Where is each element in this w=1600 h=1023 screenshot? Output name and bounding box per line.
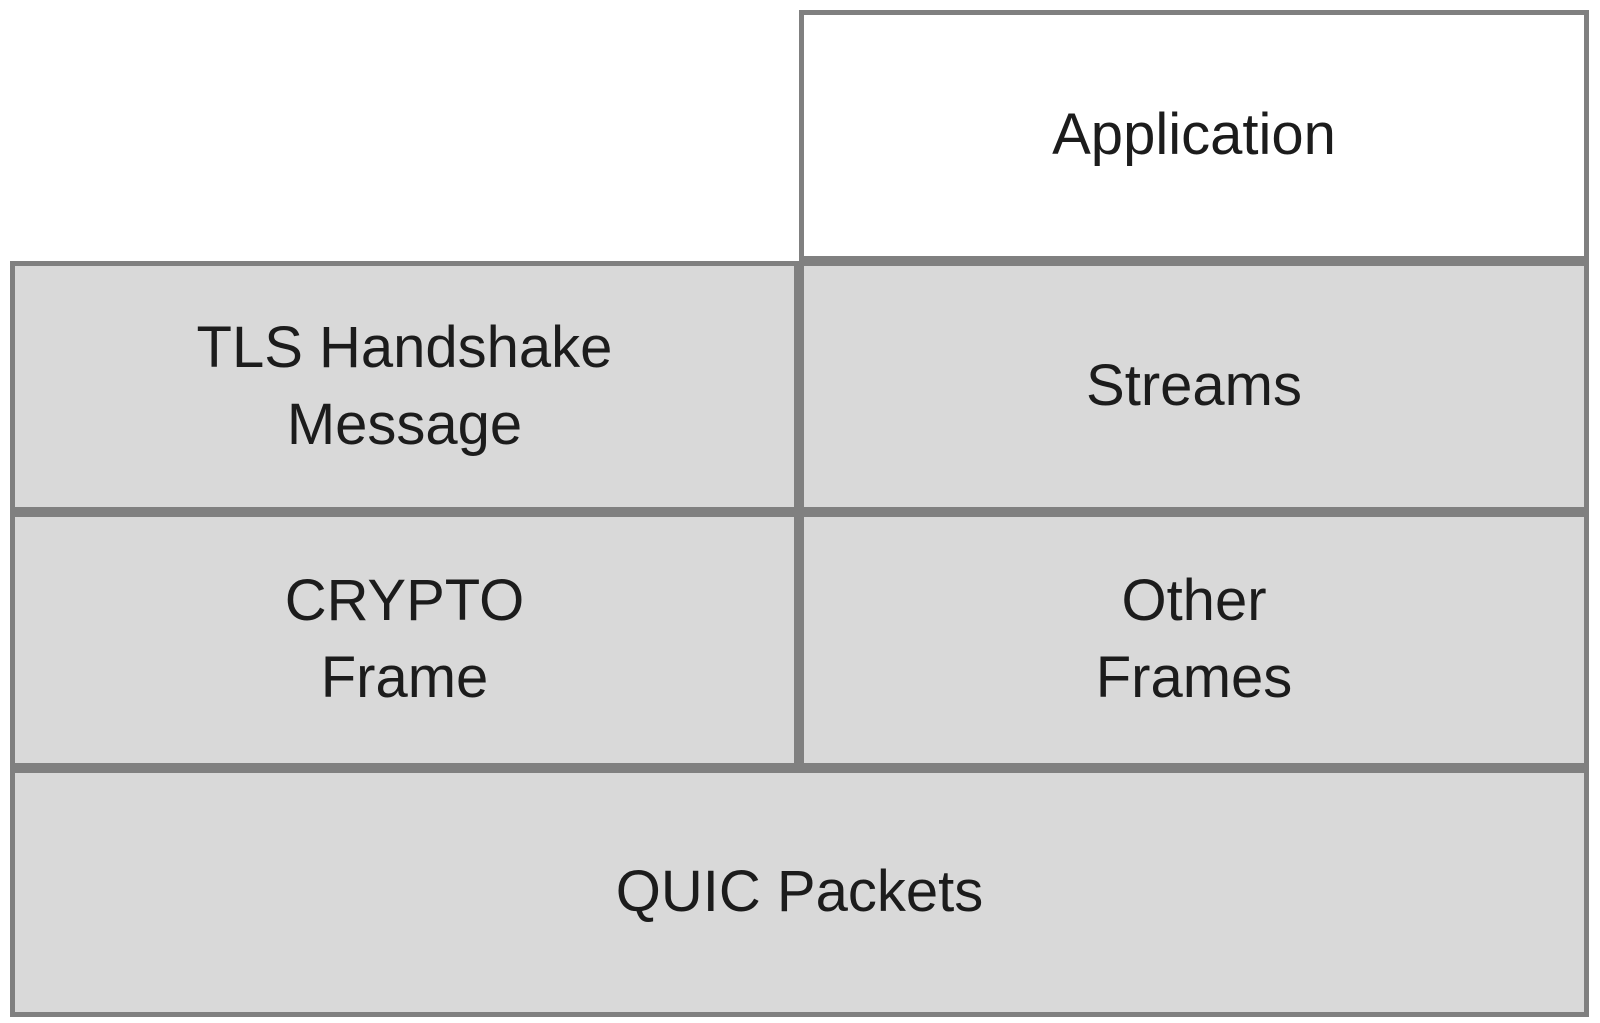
box-crypto-frame: CRYPTO Frame (10, 512, 799, 768)
box-streams-label: Streams (1086, 353, 1302, 419)
box-application: Application (799, 10, 1589, 261)
box-other-frames: Other Frames (799, 512, 1589, 768)
box-tls-handshake-message-label: TLS Handshake Message (196, 314, 613, 457)
box-application-label: Application (1052, 102, 1336, 168)
box-crypto-frame-label: CRYPTO Frame (284, 568, 525, 710)
box-other-frames-label: Other Frames (1095, 568, 1293, 710)
box-tls-handshake-message: TLS Handshake Message (10, 261, 799, 512)
box-streams: Streams (799, 261, 1589, 512)
box-quic-packets: QUIC Packets (10, 768, 1589, 1017)
box-quic-packets-label: QUIC Packets (615, 859, 984, 925)
